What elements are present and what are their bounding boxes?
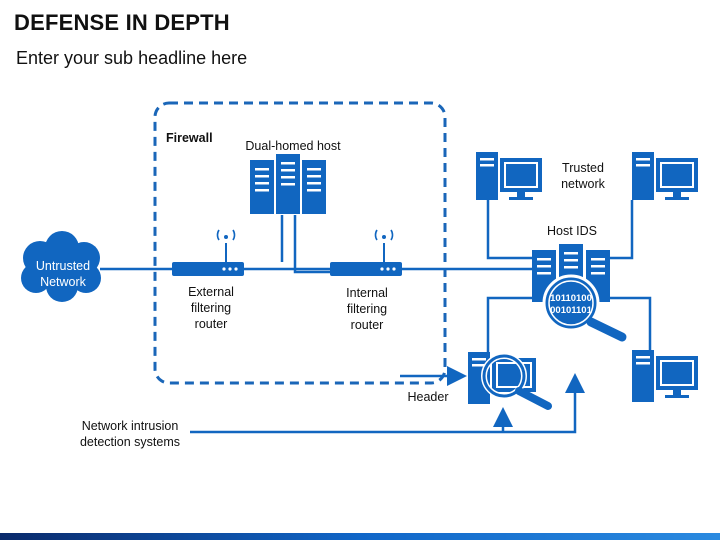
trusted-network-label: Trusted network — [561, 161, 605, 191]
dual-homed-host-label: Dual-homed host — [245, 139, 341, 153]
binary-line-2: 00101101 — [550, 305, 592, 316]
firewall-label: Firewall — [166, 131, 213, 145]
magnifier-icon: 10110100 00101101 — [542, 274, 627, 342]
firewall-boundary — [153, 101, 447, 385]
monitor-icon — [632, 350, 698, 402]
monitor-icon — [476, 152, 542, 200]
binary-line-1: 10110100 — [550, 293, 592, 304]
connection-lines — [100, 200, 652, 434]
external-router-label: External filtering router — [188, 285, 234, 331]
router-icon — [172, 229, 244, 276]
cloud-icon — [21, 231, 101, 302]
internal-router-label: Internal filtering router — [346, 286, 388, 332]
nids-label: Network intrusion detection systems — [79, 419, 181, 449]
host-ids-label: Host IDS — [546, 224, 597, 238]
header-label: Header — [407, 390, 449, 404]
footer-bar — [0, 533, 720, 540]
magnifier-icon — [481, 353, 552, 410]
monitor-icon — [632, 152, 698, 200]
router-icon — [330, 229, 402, 276]
page-title: DEFENSE IN DEPTH — [14, 10, 230, 35]
page-subtitle: Enter your sub headline here — [16, 48, 248, 68]
server-icon — [250, 154, 326, 214]
untrusted-network-label: Untrusted Network — [35, 259, 91, 289]
